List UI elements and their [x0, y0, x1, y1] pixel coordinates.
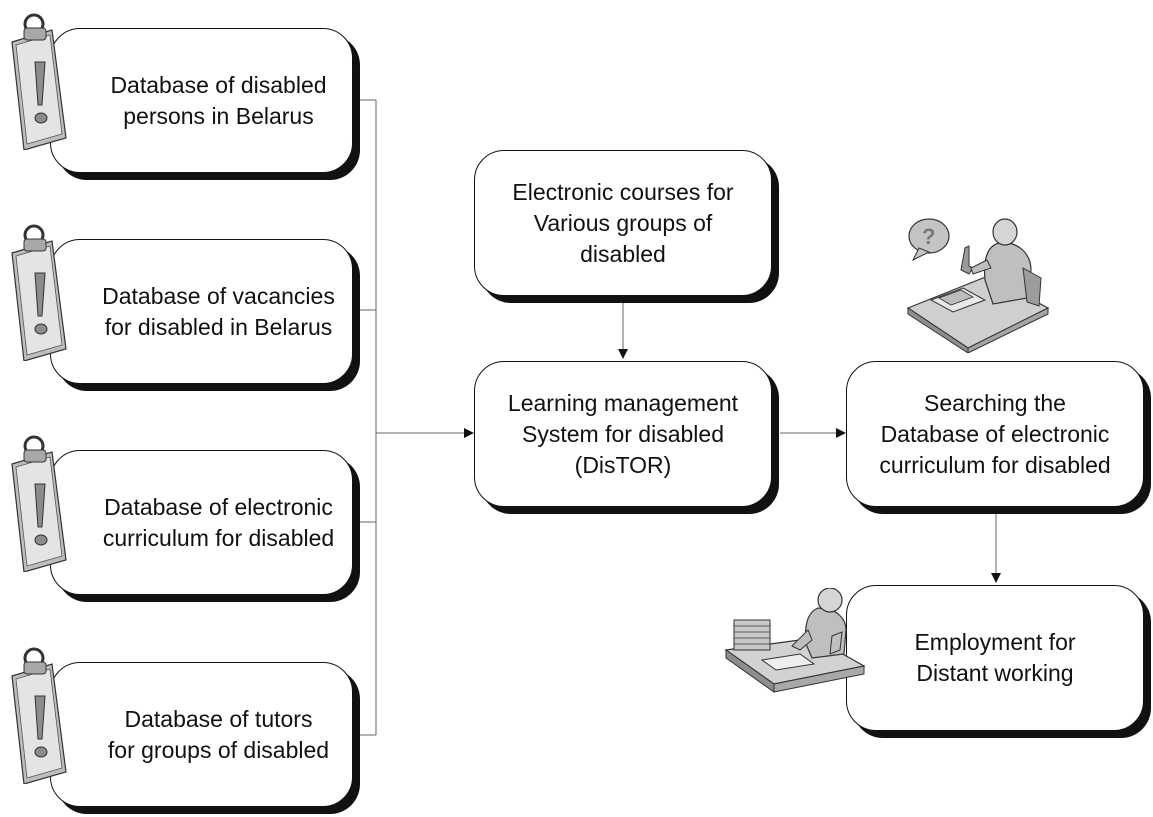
database-curriculum-label: Database of electronic curriculum for di… — [102, 493, 335, 551]
svg-text:?: ? — [922, 224, 935, 249]
clipboard-alert-icon — [11, 647, 67, 784]
employment-box: Employment for Distant working — [846, 585, 1144, 731]
lms-box: Learning management System for disabled … — [474, 361, 772, 507]
search-database-box: Searching the Database of electronic cur… — [846, 361, 1144, 507]
person-desk-documents-icon — [724, 588, 866, 693]
electronic-courses-box: Electronic courses for Various groups of… — [474, 150, 772, 296]
database-tutors-box: Database of tutors for groups of disable… — [50, 662, 353, 807]
clipboard-alert-icon — [11, 13, 67, 150]
database-persons-box: Database of disabled persons in Belarus — [50, 28, 353, 173]
employment-label: Employment for Distant working — [914, 629, 1076, 686]
clipboard-alert-icon — [11, 435, 67, 572]
electronic-courses-label: Electronic courses for Various groups of… — [512, 178, 734, 267]
search-database-label: Searching the Database of electronic cur… — [879, 389, 1111, 478]
database-vacancies-box: Database of vacancies for disabled in Be… — [50, 239, 353, 384]
lms-label: Learning management System for disabled … — [507, 389, 739, 478]
database-tutors-label: Database of tutors for groups of disable… — [107, 705, 330, 763]
database-persons-label: Database of disabled persons in Belarus — [110, 71, 327, 129]
person-telephone-help-icon: ? — [906, 218, 1050, 353]
clipboard-alert-icon — [11, 224, 67, 361]
database-curriculum-box: Database of electronic curriculum for di… — [50, 450, 353, 595]
database-vacancies-label: Database of vacancies for disabled in Be… — [102, 282, 335, 340]
database-bus-connector — [355, 99, 377, 736]
